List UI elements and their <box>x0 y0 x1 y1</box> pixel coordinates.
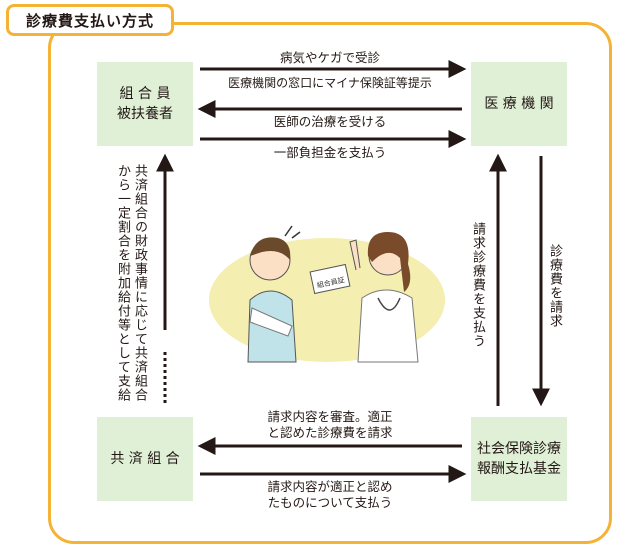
patient-figure-icon <box>247 225 301 363</box>
label-review: 請求内容を審査。適正 と認めた診療費を請求 <box>267 409 393 440</box>
box-union-label: 共 済 組 合 <box>110 451 180 467</box>
box-medical-label: 医 療 機 関 <box>484 96 554 112</box>
box-insured-label: 組 合 員 被扶養者 <box>117 86 173 122</box>
box-fund-label: 社会保険診療 報酬支払基金 <box>477 441 561 477</box>
box-insured: 組 合 員 被扶養者 <box>97 62 193 146</box>
insurance-card-icon: 組合員証 <box>309 263 351 295</box>
label-copay: 一部負担金を支払う <box>273 145 387 160</box>
label-pay-claim: 請求診療費を支払う <box>470 222 485 348</box>
label-card: 医療機関の窓口にマイナ保険証等提示 <box>228 76 432 90</box>
box-payment-fund: 社会保険診療 報酬支払基金 <box>471 417 567 501</box>
label-pay: 請求内容が適正と認め たものについて支払う <box>267 479 393 510</box>
diagram-title: 診療費支払い方式 <box>6 4 174 36</box>
label-treatment: 医師の治療を受ける <box>273 114 387 129</box>
box-medical-institution: 医 療 機 関 <box>471 62 567 146</box>
doctor-figure-icon <box>349 232 419 363</box>
doctor-patient-illustration: 組合員証 <box>209 225 445 363</box>
diagram-frame <box>48 22 612 544</box>
box-union: 共 済 組 合 <box>97 417 193 501</box>
label-request-fee: 診療費を請求 <box>547 244 562 328</box>
label-union-benefit: 共済組合の財政事情に応じて共済組合から一定割合を附加給付等として支給 <box>115 164 147 402</box>
label-sick: 病気やケガで受診 <box>279 50 380 65</box>
